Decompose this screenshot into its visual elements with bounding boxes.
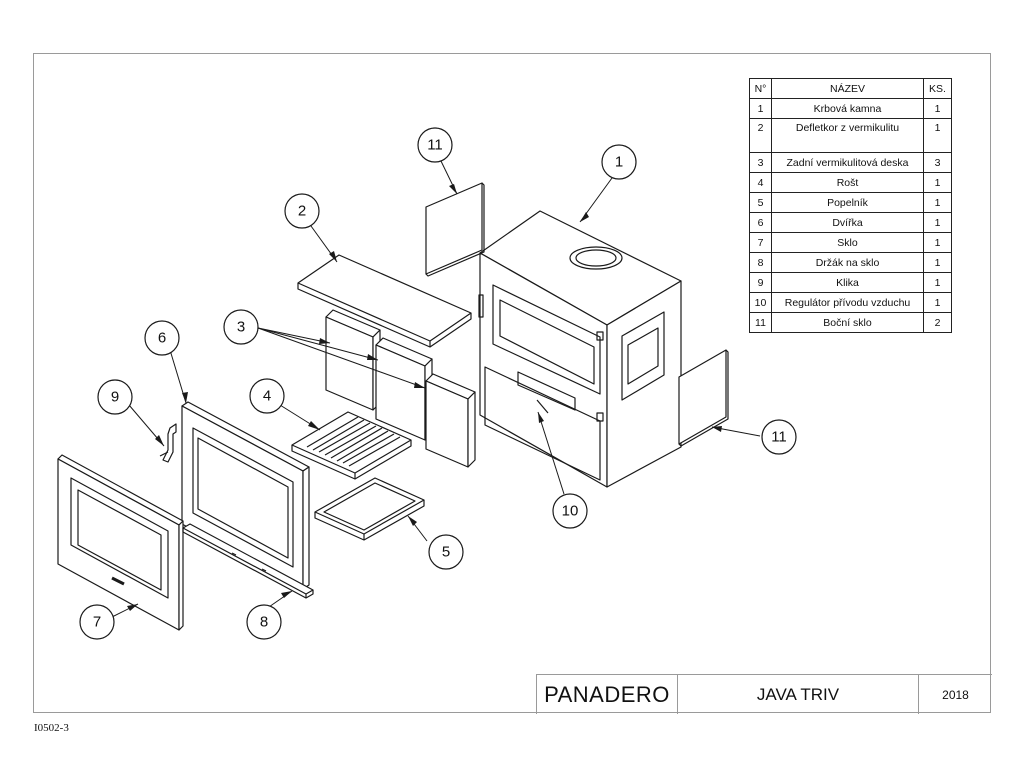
part-grate xyxy=(291,411,412,480)
part-name: Sklo xyxy=(771,232,924,253)
part-number: 1 xyxy=(749,98,772,119)
document-id: I0502-3 xyxy=(34,722,69,734)
drawing-frame xyxy=(33,53,991,713)
part-number: 10 xyxy=(749,292,772,313)
part-side-glass-right xyxy=(678,349,729,447)
drawing-year: 2018 xyxy=(942,687,969,702)
callout-3 xyxy=(223,309,259,345)
part-number: 6 xyxy=(749,212,772,233)
callout-10 xyxy=(552,493,588,529)
part-deflector xyxy=(297,254,472,348)
part-quantity: 1 xyxy=(923,292,952,313)
part-glass xyxy=(57,454,184,631)
callout-11-right xyxy=(761,419,797,455)
model-name: JAVA TRIV xyxy=(678,675,919,714)
title-block: PANADERO JAVA TRIV 2018 xyxy=(536,674,992,714)
part-name: Rošt xyxy=(771,172,924,193)
part-number: 7 xyxy=(749,232,772,253)
callout-11-left xyxy=(417,127,453,163)
part-quantity: 1 xyxy=(923,272,952,293)
callout-9 xyxy=(97,379,133,415)
part-quantity: 2 xyxy=(923,312,952,333)
part-name: Krbová kamna xyxy=(771,98,924,119)
part-quantity: 1 xyxy=(923,212,952,233)
callout-11-right-label: 11 xyxy=(771,429,787,446)
header-name: NÁZEV xyxy=(771,78,924,99)
callout-4 xyxy=(249,378,285,414)
callout-10-label: 10 xyxy=(562,503,579,520)
header-quantity: KS. xyxy=(923,78,952,99)
brand-name: PANADERO xyxy=(537,675,678,714)
part-ash-pan xyxy=(314,477,425,541)
callout-8 xyxy=(246,604,282,640)
callout-2-label: 2 xyxy=(298,203,306,220)
part-glass-holder xyxy=(182,523,314,599)
part-number: 2 xyxy=(749,118,772,153)
leader-arrowheads xyxy=(127,184,722,611)
part-name: Regulátor přívodu vzduchu xyxy=(771,292,924,313)
part-quantity: 1 xyxy=(923,118,952,153)
callout-5-label: 5 xyxy=(442,544,450,561)
part-name: Zadní vermikulitová deska xyxy=(771,152,924,173)
header-number: N° xyxy=(749,78,772,99)
callout-11-left-label: 11 xyxy=(427,137,443,154)
part-quantity: 3 xyxy=(923,152,952,173)
part-number: 3 xyxy=(749,152,772,173)
part-stove-body xyxy=(478,210,682,488)
part-side-glass-left xyxy=(425,182,485,277)
part-number: 9 xyxy=(749,272,772,293)
part-name: Držák na sklo xyxy=(771,252,924,273)
part-quantity: 1 xyxy=(923,98,952,119)
callout-5 xyxy=(428,534,464,570)
callout-2 xyxy=(284,193,320,229)
callout-7-label: 7 xyxy=(93,614,101,631)
callout-1-label: 1 xyxy=(615,154,623,171)
part-door xyxy=(181,401,310,590)
part-name: Dvířka xyxy=(771,212,924,233)
callout-3-label: 3 xyxy=(237,319,245,336)
parts-table-header: N° NÁZEV KS. xyxy=(749,78,952,99)
part-rear-plates xyxy=(325,309,476,468)
callout-8-label: 8 xyxy=(260,614,268,631)
part-number: 11 xyxy=(749,312,772,333)
callout-9-label: 9 xyxy=(111,389,119,406)
part-name: Boční sklo xyxy=(771,312,924,333)
callout-4-label: 4 xyxy=(263,388,271,405)
part-number: 5 xyxy=(749,192,772,213)
part-name: Popelník xyxy=(771,192,924,213)
part-quantity: 1 xyxy=(923,192,952,213)
part-handle xyxy=(159,423,177,463)
callout-7 xyxy=(79,604,115,640)
part-name: Klika xyxy=(771,272,924,293)
part-quantity: 1 xyxy=(923,232,952,253)
part-number: 4 xyxy=(749,172,772,193)
callout-6 xyxy=(144,320,180,356)
callout-6-label: 6 xyxy=(158,330,166,347)
part-name: Defletkor z vermikulitu xyxy=(771,118,924,153)
callout-1 xyxy=(601,144,637,180)
part-quantity: 1 xyxy=(923,252,952,273)
part-quantity: 1 xyxy=(923,172,952,193)
part-number: 8 xyxy=(749,252,772,273)
